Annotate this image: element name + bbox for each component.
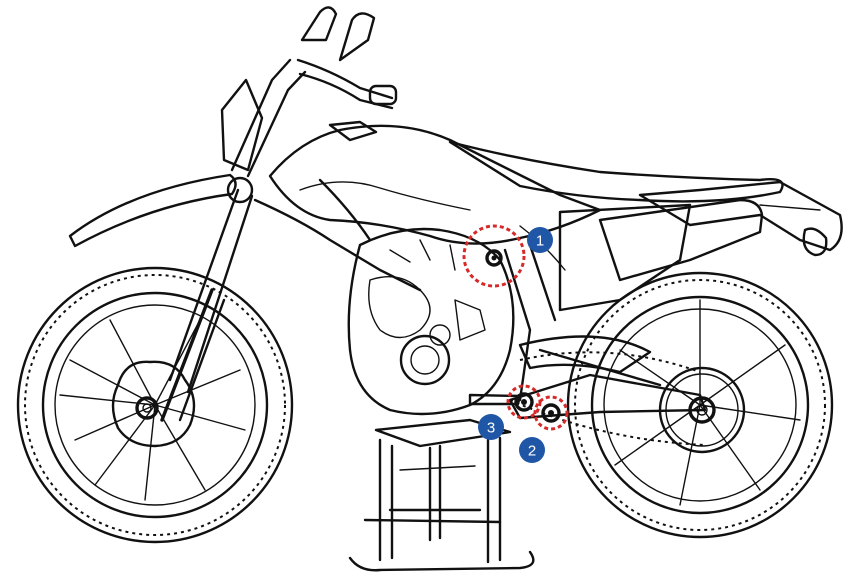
front-fender: [68, 173, 237, 248]
callout-1-ring: [462, 224, 526, 288]
drive-chain: [509, 399, 706, 446]
exhaust-muffler: [598, 198, 764, 282]
front-wheel: [16, 266, 294, 544]
frame: [253, 178, 566, 402]
engine: [347, 227, 515, 416]
rear-wheel-spokes: [614, 299, 801, 506]
callout-1: 1: [462, 224, 553, 288]
callout-2-ring: [533, 395, 569, 431]
front-fork: [160, 58, 307, 422]
chain-guard: [518, 335, 652, 374]
fuel-tank: [268, 120, 602, 245]
pivot-bolt-upper: [514, 392, 534, 412]
mirror-right: [338, 12, 376, 62]
pivot-bolt-lower: [541, 403, 561, 423]
callout-3-label: 3: [487, 420, 495, 437]
rear-wheel: [566, 271, 834, 539]
callout-3: 3: [478, 384, 542, 440]
callout-3-ring: [506, 384, 542, 420]
paddock-stand: [348, 418, 535, 572]
callout-3-badge: [478, 414, 504, 440]
side-panel: [558, 203, 692, 312]
front-brake-disc: [111, 360, 196, 448]
headlight-cowl: [220, 78, 264, 172]
mirror-left: [300, 6, 338, 42]
callout-2-badge: [519, 437, 545, 463]
seat: [448, 140, 784, 203]
callout-1-badge: [527, 227, 553, 253]
handlebar: [296, 6, 398, 110]
callout-2: 2: [519, 395, 569, 463]
front-wheel-spokes: [59, 319, 246, 501]
rear-fender: [638, 180, 843, 257]
callout-2-label: 2: [528, 443, 536, 460]
callout-1-label: 1: [536, 233, 544, 250]
frame-mount-bolt-1: [485, 249, 503, 267]
